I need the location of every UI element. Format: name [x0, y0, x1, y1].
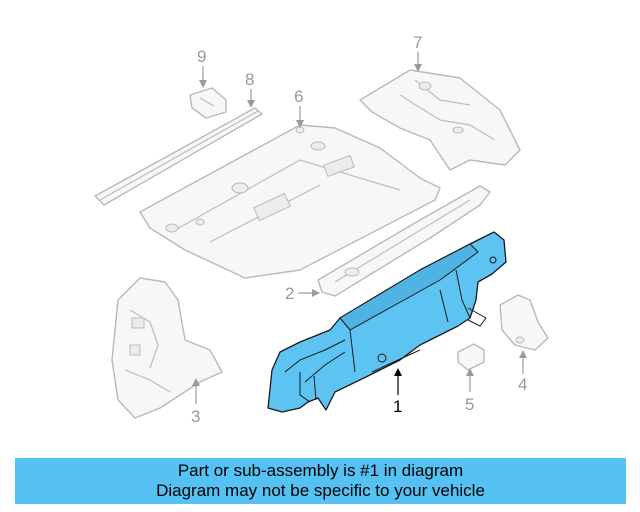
part-9-bracket: [189, 87, 227, 119]
callout-8: 8: [245, 70, 255, 108]
part-5-bracket: [457, 343, 485, 371]
banner-line-part-info: Part or sub-assembly is #1 in diagram: [177, 461, 464, 480]
callout-3: 3: [191, 378, 200, 426]
part-8-side-rail: [94, 107, 263, 206]
callout-7: 7: [413, 33, 422, 72]
part-2-cross-member: [317, 185, 491, 297]
callout-5-label: 5: [465, 395, 474, 414]
callout-9: 9: [197, 47, 207, 88]
callout-8-label: 8: [245, 70, 254, 89]
banner-line-disclaimer: Diagram may not be specific to your vehi…: [156, 481, 485, 500]
callout-7-label: 7: [413, 33, 422, 52]
callout-1-label: 1: [393, 397, 402, 416]
parts-diagram: 1 2 3 4 5 6 7 8 9: [94, 33, 549, 426]
callout-4: 4: [518, 350, 527, 394]
part-6-rear-floor-pan: [139, 124, 441, 279]
callout-5: 5: [465, 368, 474, 414]
part-3-quarter-inner: [111, 277, 223, 419]
part-1-rear-body-panel: [267, 231, 507, 413]
callout-6-label: 6: [294, 87, 303, 106]
part-7-rear-floor-extension: [359, 69, 521, 171]
callout-4-label: 4: [518, 375, 527, 394]
callout-2: 2: [285, 284, 320, 303]
callout-6: 6: [294, 87, 304, 128]
callout-2-label: 2: [285, 284, 294, 303]
callout-9-label: 9: [197, 47, 206, 66]
callout-1: 1: [393, 368, 402, 416]
callout-3-label: 3: [191, 407, 200, 426]
part-4-bracket: [499, 294, 549, 351]
info-banner: Part or sub-assembly is #1 in diagram Di…: [15, 458, 626, 504]
